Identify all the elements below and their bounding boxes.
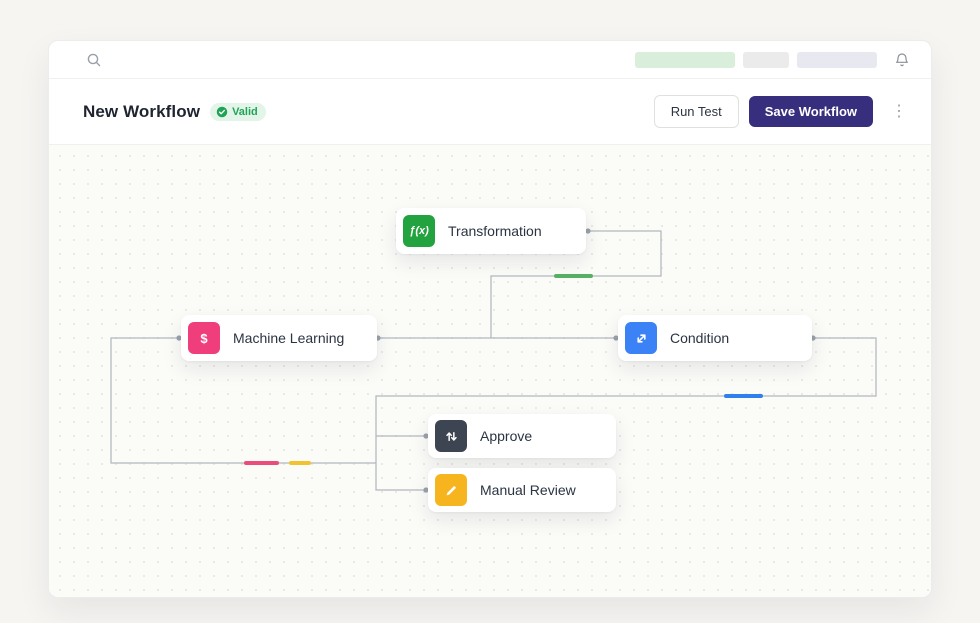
node-label: Condition [670, 330, 730, 346]
status-pill-small [743, 51, 789, 68]
workflow-header: New Workflow Valid Run Test Save Workflo… [49, 79, 931, 145]
diagonal-arrow-icon [625, 322, 657, 354]
run-test-button[interactable]: Run Test [653, 95, 739, 128]
node-transformation[interactable]: ƒ(x) Transformation [396, 208, 586, 254]
edge-segment-pink [244, 461, 279, 465]
topbar [49, 41, 931, 79]
node-condition[interactable]: Condition [618, 315, 812, 361]
pencil-icon [435, 474, 467, 506]
function-icon: ƒ(x) [403, 215, 435, 247]
valid-badge-label: Valid [232, 105, 258, 118]
save-workflow-button[interactable]: Save Workflow [748, 96, 873, 127]
more-options-icon[interactable]: ⋮ [891, 102, 907, 120]
node-label: Machine Learning [233, 330, 345, 346]
workflow-canvas[interactable]: ƒ(x) Transformation $ Machine Learning C… [49, 145, 931, 597]
status-pill-wide [797, 51, 877, 68]
edge-segment-blue [724, 394, 763, 398]
check-circle-icon [216, 106, 228, 117]
node-approve[interactable]: Approve [428, 414, 616, 458]
function-glyph: ƒ(x) [409, 225, 429, 237]
node-machine-learning[interactable]: $ Machine Learning [181, 315, 377, 361]
dollar-glyph: $ [200, 330, 208, 346]
edge-segment-yellow [289, 461, 311, 465]
dollar-icon: $ [188, 322, 220, 354]
node-label: Transformation [448, 223, 542, 239]
workflow-window: New Workflow Valid Run Test Save Workflo… [48, 40, 932, 598]
node-manual-review[interactable]: Manual Review [428, 468, 616, 512]
bell-icon[interactable] [891, 49, 913, 71]
edge-segment-green [554, 274, 593, 278]
status-pill-green [635, 51, 735, 68]
page-title: New Workflow [83, 101, 201, 121]
swap-arrows-icon [435, 420, 467, 452]
node-label: Approve [480, 428, 533, 444]
node-label: Manual Review [480, 482, 576, 498]
topbar-placeholder-group [635, 51, 877, 68]
search-icon[interactable] [83, 49, 105, 71]
valid-status-badge: Valid [210, 102, 266, 121]
